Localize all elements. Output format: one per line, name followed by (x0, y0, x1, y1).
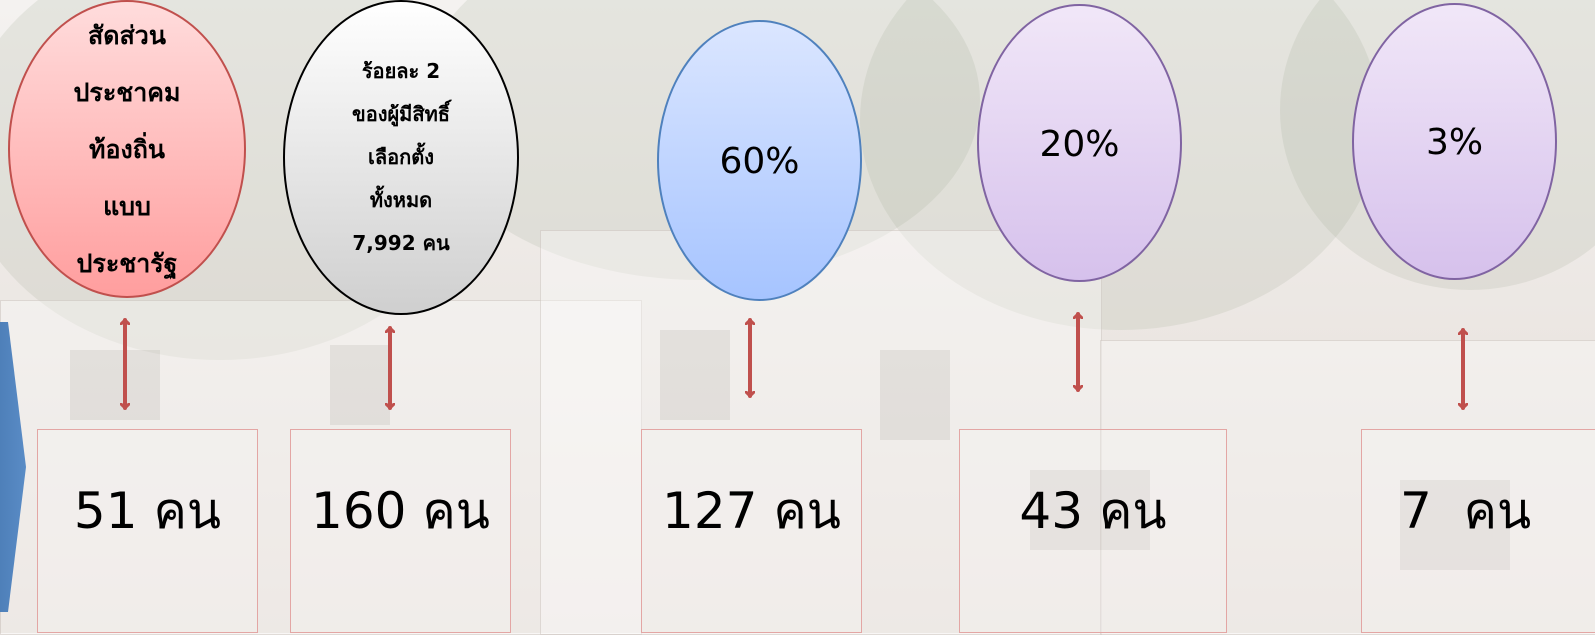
sixty-percent-ellipse: 60% (657, 20, 862, 301)
count-box-4-value: 43 คน (1019, 482, 1167, 540)
count-box-3: 127 คน (641, 429, 862, 633)
count-box-5: 7 คน (1361, 429, 1595, 633)
count-box-2: 160 คน (290, 429, 511, 633)
twenty-percent-ellipse: 20% (977, 4, 1182, 282)
count-box-1-value: 51 คน (73, 482, 222, 540)
ellipse-5-text: 3% (1425, 122, 1484, 163)
ellipse-3-text: 60% (719, 141, 800, 182)
ellipse-1-text: สัดส่วน ประชาคม ท้องถิ่น แบบ ประชารัฐ (73, 20, 181, 278)
ellipse-4-text: 20% (1039, 123, 1120, 165)
ellipse-2-text: ร้อยละ 2 ของผู้มีสิทธิ์ เลือกตั้ง ทั้งหม… (352, 59, 450, 255)
count-box-4: 43 คน (959, 429, 1227, 633)
count-box-3-value: 127 คน (662, 482, 841, 540)
count-box-1: 51 คน (37, 429, 258, 633)
three-percent-ellipse: 3% (1352, 3, 1557, 280)
voter-percentage-ellipse: ร้อยละ 2 ของผู้มีสิทธิ์ เลือกตั้ง ทั้งหม… (283, 0, 519, 315)
community-proportion-ellipse: สัดส่วน ประชาคม ท้องถิ่น แบบ ประชารัฐ (8, 0, 246, 298)
count-box-2-value: 160 คน (311, 482, 490, 540)
count-box-5-value: 7 คน (1400, 482, 1532, 540)
